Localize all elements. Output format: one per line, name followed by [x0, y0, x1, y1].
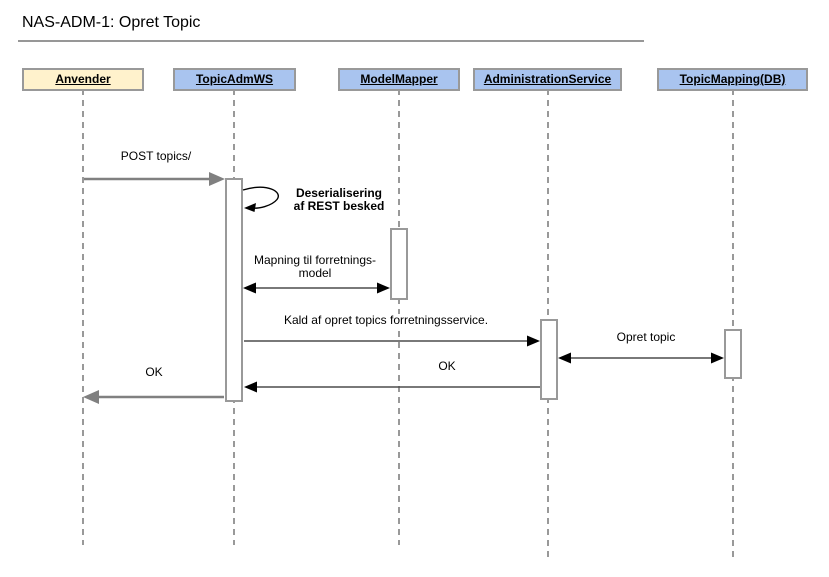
- activation-topicadmws: [225, 178, 243, 402]
- activation-topicmappingdb: [724, 329, 742, 379]
- participant-label: TopicAdmWS: [195, 72, 274, 86]
- message-arrow-ok-final: [83, 390, 224, 404]
- message-label-deserialisering: Deserialisering af REST besked: [283, 187, 395, 213]
- diagram-title: NAS-ADM-1: Opret Topic: [22, 14, 201, 31]
- message-arrow-post-topics: [84, 172, 225, 186]
- title-underline: [18, 40, 644, 42]
- message-arrow-ok-return: [244, 381, 540, 393]
- participant-label: ModelMapper: [360, 72, 438, 86]
- message-arrow-opret-topic: [558, 352, 724, 364]
- message-arrow-mapning: [243, 282, 390, 294]
- message-label-mapning: Mapning til forretnings- model: [245, 254, 385, 280]
- participant-label: TopicMapping(DB): [679, 72, 786, 86]
- message-arrow-kald: [244, 335, 540, 347]
- participant-label: AdministrationService: [483, 72, 612, 86]
- message-label-post-topics: POST topics/: [86, 150, 226, 163]
- message-label-ok-return: OK: [417, 360, 477, 373]
- activation-administrationservice: [540, 319, 558, 400]
- participant-head-anvender: Anvender: [22, 68, 144, 91]
- activation-modelmapper: [390, 228, 408, 300]
- message-label-ok-final: OK: [124, 366, 184, 379]
- message-label-kald: Kald af opret topics forretningsservice.: [266, 314, 506, 327]
- message-self-loop-deserialisering: [242, 186, 279, 212]
- participant-head-topicadmws: TopicAdmWS: [173, 68, 296, 91]
- message-label-opret-topic: Opret topic: [596, 331, 696, 344]
- participant-head-modelmapper: ModelMapper: [338, 68, 460, 91]
- participant-label: Anvender: [55, 72, 111, 86]
